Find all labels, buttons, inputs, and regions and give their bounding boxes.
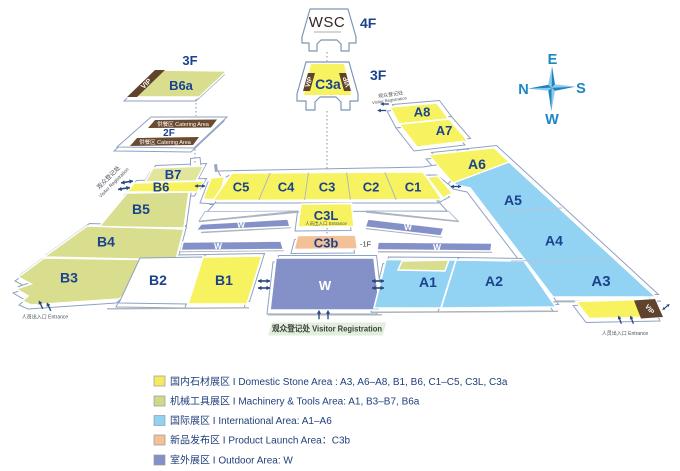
svg-text:人员出入口 Entrance: 人员出入口 Entrance [22, 314, 69, 321]
svg-text:观众登记处 Visitor Registration: 观众登记处 Visitor Registration [272, 324, 382, 334]
svg-text:B2: B2 [149, 272, 167, 288]
svg-text:人员出入口 Entrance: 人员出入口 Entrance [602, 330, 649, 337]
svg-text:W: W [237, 220, 246, 230]
svg-text:C3b: C3b [314, 236, 339, 251]
svg-text:新品发布区 I Product Launch Area：C3: 新品发布区 I Product Launch Area：C3b [170, 434, 351, 447]
svg-text:4F: 4F [360, 15, 377, 31]
svg-text:C3L: C3L [314, 208, 339, 223]
svg-text:国际展区 I International Area: A1: 国际展区 I International Area: A1–A6 [170, 415, 332, 427]
svg-text:C1: C1 [405, 180, 422, 195]
svg-text:室外展区 I Outdoor Area: W: 室外展区 I Outdoor Area: W [170, 454, 293, 467]
svg-text:A6: A6 [468, 156, 486, 172]
svg-text:A4: A4 [545, 233, 563, 249]
svg-text:E: E [548, 52, 558, 68]
svg-text:W: W [433, 242, 442, 252]
svg-text:2F: 2F [163, 128, 175, 139]
svg-text:A1: A1 [419, 274, 437, 290]
svg-text:B6a: B6a [169, 78, 194, 93]
svg-text:C4: C4 [278, 180, 295, 195]
svg-text:B1: B1 [215, 272, 233, 288]
svg-text:Visitor Registration: Visitor Registration [372, 95, 408, 105]
svg-text:供餐区 Catering Area: 供餐区 Catering Area [157, 120, 210, 128]
svg-text:B5: B5 [132, 201, 150, 217]
svg-text:VIP: VIP [305, 76, 315, 89]
svg-text:-1F: -1F [360, 240, 372, 249]
svg-text:A7: A7 [436, 123, 453, 138]
svg-text:B3: B3 [60, 270, 78, 286]
svg-text:国内石材展区 I Domestic Stone Area :: 国内石材展区 I Domestic Stone Area : A3, A6–A8… [170, 375, 508, 388]
svg-text:机械工具展区 I Machinery & Tools Are: 机械工具展区 I Machinery & Tools Area: A1, B3–… [170, 395, 420, 408]
svg-text:A5: A5 [504, 192, 522, 208]
svg-text:S: S [576, 81, 586, 97]
svg-text:WSC: WSC [309, 14, 346, 31]
svg-text:W: W [404, 222, 413, 232]
svg-text:W: W [545, 112, 559, 128]
svg-text:人员出入口 Entrance: 人员出入口 Entrance [305, 220, 347, 227]
svg-text:C5: C5 [233, 180, 250, 195]
svg-text:VIP: VIP [342, 75, 352, 88]
svg-text:观众登记处: 观众登记处 [378, 89, 404, 99]
svg-text:C3a: C3a [315, 76, 341, 92]
svg-text:A2: A2 [485, 273, 503, 289]
svg-text:3F: 3F [182, 53, 197, 68]
svg-text:3F: 3F [370, 67, 387, 83]
svg-text:B6: B6 [153, 180, 170, 195]
svg-text:C2: C2 [363, 180, 380, 195]
svg-text:A3: A3 [591, 273, 610, 290]
svg-text:C3: C3 [319, 180, 336, 195]
svg-text:W: W [214, 241, 223, 251]
svg-text:N: N [518, 82, 528, 98]
svg-text:A8: A8 [414, 105, 431, 120]
svg-text:供餐区 Catering Area: 供餐区 Catering Area [139, 138, 192, 146]
svg-text:B7: B7 [165, 167, 182, 182]
svg-text:W: W [319, 278, 332, 293]
svg-text:B4: B4 [97, 234, 115, 250]
